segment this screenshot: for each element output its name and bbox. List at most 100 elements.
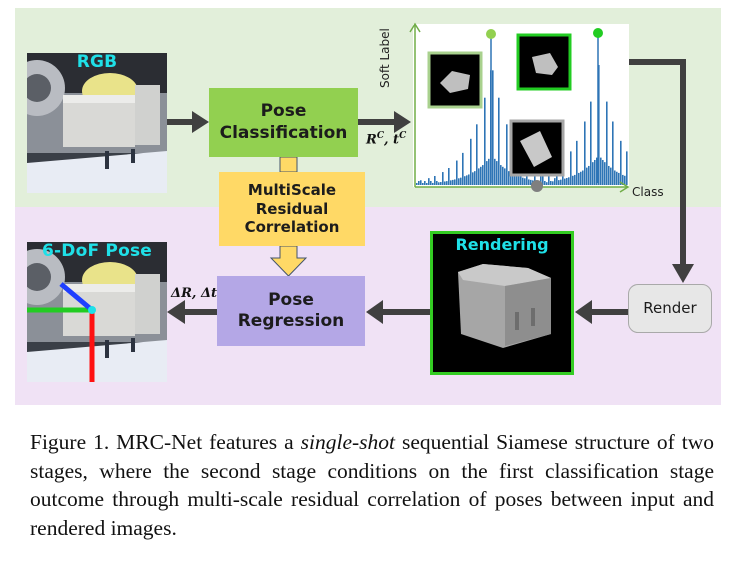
pose-regression-line1: Pose xyxy=(268,289,314,310)
soft-label-bar xyxy=(624,175,626,185)
soft-label-bar xyxy=(424,181,426,185)
arrow-classification-to-multiscale xyxy=(279,156,298,173)
arrow-selected-to-render-h xyxy=(572,59,686,65)
soft-label-bar xyxy=(626,151,628,185)
soft-label-bar xyxy=(522,177,524,185)
soft-label-bar xyxy=(584,121,586,185)
soft-label-bar xyxy=(460,177,462,185)
soft-label-bar xyxy=(578,172,580,185)
separator: , xyxy=(383,132,394,148)
soft-label-bar xyxy=(558,180,560,185)
soft-label-bar xyxy=(430,181,432,185)
min-marker xyxy=(531,180,543,192)
soft-label-bar xyxy=(602,159,604,185)
soft-label-bar xyxy=(608,165,610,185)
soft-label-bar xyxy=(606,101,608,185)
soft-label-bar xyxy=(488,158,490,185)
soft-label-bar xyxy=(498,97,500,185)
soft-label-bar xyxy=(586,167,588,185)
soft-label-bar xyxy=(568,177,570,185)
soft-label-bar xyxy=(564,178,566,185)
soft-label-bar xyxy=(508,171,510,185)
rendering-label: Rendering xyxy=(455,235,549,254)
soft-label-bar xyxy=(456,160,458,185)
connector-arrows xyxy=(166,59,694,324)
soft-label-bar xyxy=(462,152,464,185)
caption-suffix: sequential Siamese structure of two stag… xyxy=(30,430,714,540)
pose-classification-block: Pose Classification xyxy=(209,88,358,157)
arrow-classification-to-chart xyxy=(358,119,396,125)
soft-label-bar xyxy=(468,174,470,185)
soft-label-bar xyxy=(484,97,486,185)
pose-output-label: 6-DoF Pose xyxy=(42,242,152,261)
soft-label-bar xyxy=(422,183,424,185)
arrow-selected-to-render-v xyxy=(680,59,686,265)
caption-prefix: Figure 1. MRC-Net features a xyxy=(30,430,301,454)
arrow-rendering-to-regression-head xyxy=(366,300,383,324)
x-axis-arrowhead xyxy=(619,181,630,193)
soft-label-bar xyxy=(588,165,590,185)
arrow-regression-to-output-head xyxy=(167,300,185,324)
soft-label-bar xyxy=(478,168,480,185)
soft-label-bar xyxy=(540,172,542,185)
soft-label-bar xyxy=(546,182,548,185)
soft-label-bar xyxy=(458,178,460,185)
rgb-input-image: RGB xyxy=(27,53,167,193)
soft-label-bar xyxy=(618,172,620,185)
soft-label-bar xyxy=(594,159,596,185)
rendered-object-graphic xyxy=(458,264,551,348)
soft-label-bar xyxy=(426,183,428,185)
soft-label-bar xyxy=(444,181,446,185)
pose-classification-line1: Pose xyxy=(260,101,307,122)
thumbnail-left xyxy=(427,51,483,109)
arrow-selected-to-render-head xyxy=(672,264,694,283)
rotation-superscript: C xyxy=(376,131,384,141)
render-block: Render xyxy=(628,284,712,333)
soft-label-bar xyxy=(500,165,502,185)
pose-origin xyxy=(88,306,96,314)
soft-label-bar xyxy=(466,175,468,185)
soft-label-bar xyxy=(622,174,624,185)
soft-label-bar xyxy=(550,181,552,185)
soft-label-bar xyxy=(600,157,602,185)
soft-label-bar xyxy=(544,181,546,185)
soft-label-bar xyxy=(530,179,532,185)
y-axis-arrowhead xyxy=(409,22,421,33)
multiscale-line3: Correlation xyxy=(244,218,340,237)
multiscale-line1: MultiScale xyxy=(247,180,337,199)
soft-label-bar xyxy=(442,172,444,185)
thumbnail-right-selected xyxy=(516,33,572,91)
soft-label-bar xyxy=(464,176,466,185)
soft-label-bar xyxy=(590,101,592,185)
arrow-rgb-to-classification-head xyxy=(192,111,209,133)
peak-marker-left xyxy=(486,29,496,39)
soft-label-bar xyxy=(552,181,554,185)
pose-output-image: 6-DoF Pose xyxy=(27,242,167,382)
pose-scene-graphic xyxy=(27,242,167,382)
soft-label-bar xyxy=(438,182,440,185)
arrow-rendering-to-regression xyxy=(380,309,430,315)
soft-label-chart xyxy=(409,22,630,193)
peak-marker-right xyxy=(593,28,603,38)
soft-label-bar xyxy=(528,179,530,185)
arrow-rgb-to-classification xyxy=(166,119,194,125)
soft-label-bar xyxy=(616,171,618,185)
classification-output-label: RC, tC xyxy=(366,131,406,147)
arrow-multiscale-to-regression xyxy=(269,245,308,277)
soft-label-bar xyxy=(496,161,498,185)
soft-label-bar xyxy=(486,161,488,185)
rgb-label: RGB xyxy=(76,53,118,72)
arrow-render-to-rendering-head xyxy=(575,300,592,324)
multiscale-line2: Residual xyxy=(255,199,329,218)
soft-label-bar xyxy=(416,183,418,185)
soft-label-bar xyxy=(566,177,568,185)
soft-label-bar xyxy=(582,170,584,185)
soft-label-bar xyxy=(440,182,442,185)
soft-label-bar xyxy=(480,166,482,185)
soft-label-bar xyxy=(470,138,472,185)
pose-regression-line2: Regression xyxy=(237,311,345,331)
soft-label-bar xyxy=(570,151,572,185)
soft-label-bar xyxy=(434,176,436,185)
regression-output-label: ΔR, Δt xyxy=(171,286,218,301)
pose-classification-line2: Classification xyxy=(219,122,348,143)
